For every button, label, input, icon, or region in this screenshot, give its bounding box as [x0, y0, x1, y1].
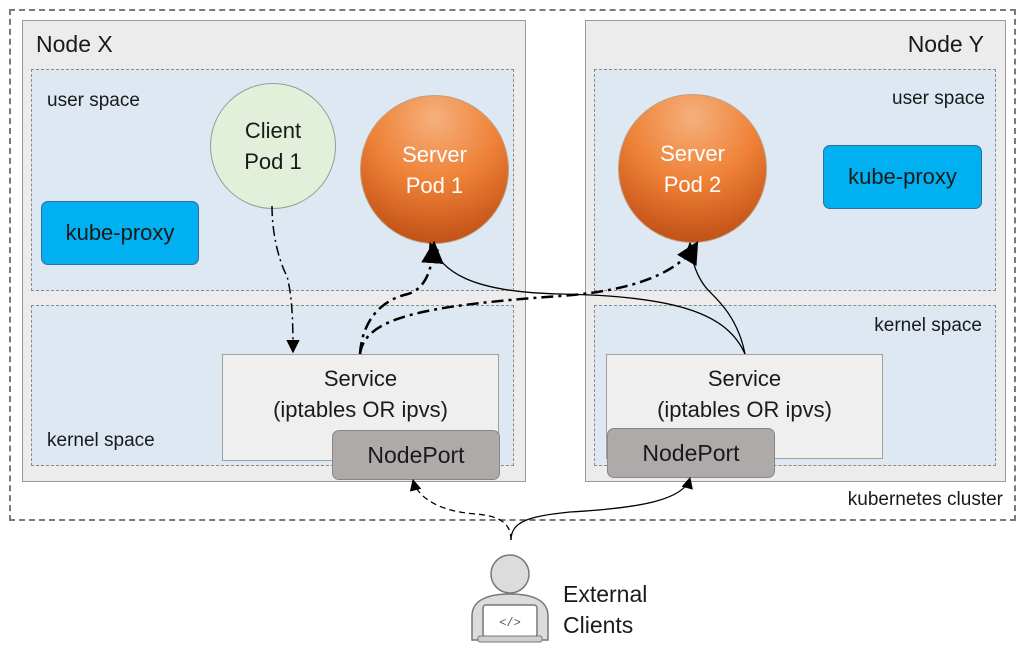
node-x-title: Node X — [36, 31, 113, 57]
external-clients-label: External Clients — [563, 579, 647, 641]
server-pod-2-line1: Server — [660, 140, 725, 166]
node-x-nodeport[interactable]: NodePort — [332, 430, 500, 480]
arrow-service-x-to-server-pod-1 — [358, 240, 444, 355]
external-clients-line2: Clients — [563, 612, 634, 638]
arrow-external-to-nodeport-x — [409, 478, 512, 541]
svg-text:</>: </> — [499, 616, 521, 630]
node-y-service-line2: (iptables OR ipvs) — [657, 397, 832, 422]
node-y-kube-proxy[interactable]: kube-proxy — [823, 145, 982, 209]
arrow-service-y-to-server-pod-2 — [685, 241, 746, 355]
node-y-kernel-space-label: kernel space — [874, 315, 982, 336]
node-x-service-line2: (iptables OR ipvs) — [273, 397, 448, 422]
arrow-external-to-nodeport-y — [510, 476, 693, 541]
node-x-user-space-label: user space — [47, 90, 140, 111]
cluster-label: kubernetes cluster — [847, 489, 1003, 510]
server-pod-2[interactable]: Server Pod 2 — [618, 94, 767, 243]
server-pod-1-line1: Server — [402, 141, 467, 167]
node-y-title: Node Y — [907, 31, 984, 57]
node-y-nodeport-label: NodePort — [642, 439, 740, 466]
external-clients-line1: External — [563, 581, 648, 607]
node-x-kube-proxy-label: kube-proxy — [65, 220, 175, 245]
node-x-kube-proxy[interactable]: kube-proxy — [41, 201, 199, 265]
client-pod-1-line2: Pod 1 — [244, 149, 302, 174]
node-y-service-line1: Service — [707, 366, 782, 391]
client-pod-1-line1: Client — [244, 118, 302, 143]
node-x-kernel-space-label: kernel space — [47, 430, 155, 451]
node-y-kube-proxy-label: kube-proxy — [848, 164, 957, 189]
arrow-service-x-to-server-pod-2 — [358, 241, 699, 355]
kubernetes-cluster-boundary — [9, 9, 1016, 521]
external-client-user-icon: </> — [471, 554, 549, 643]
server-pod-2-line2: Pod 2 — [663, 171, 722, 197]
client-pod-1[interactable]: Client Pod 1 — [210, 83, 336, 209]
node-x-service-line1: Service — [323, 366, 398, 391]
server-pod-1-line2: Pod 1 — [405, 172, 464, 198]
arrow-service-y-to-server-pod-1 — [428, 241, 746, 355]
node-x-nodeport-label: NodePort — [367, 441, 465, 468]
server-pod-1[interactable]: Server Pod 1 — [360, 95, 509, 244]
node-y-user-space-label: user space — [892, 88, 985, 109]
arrow-client-to-service-x — [271, 205, 300, 354]
